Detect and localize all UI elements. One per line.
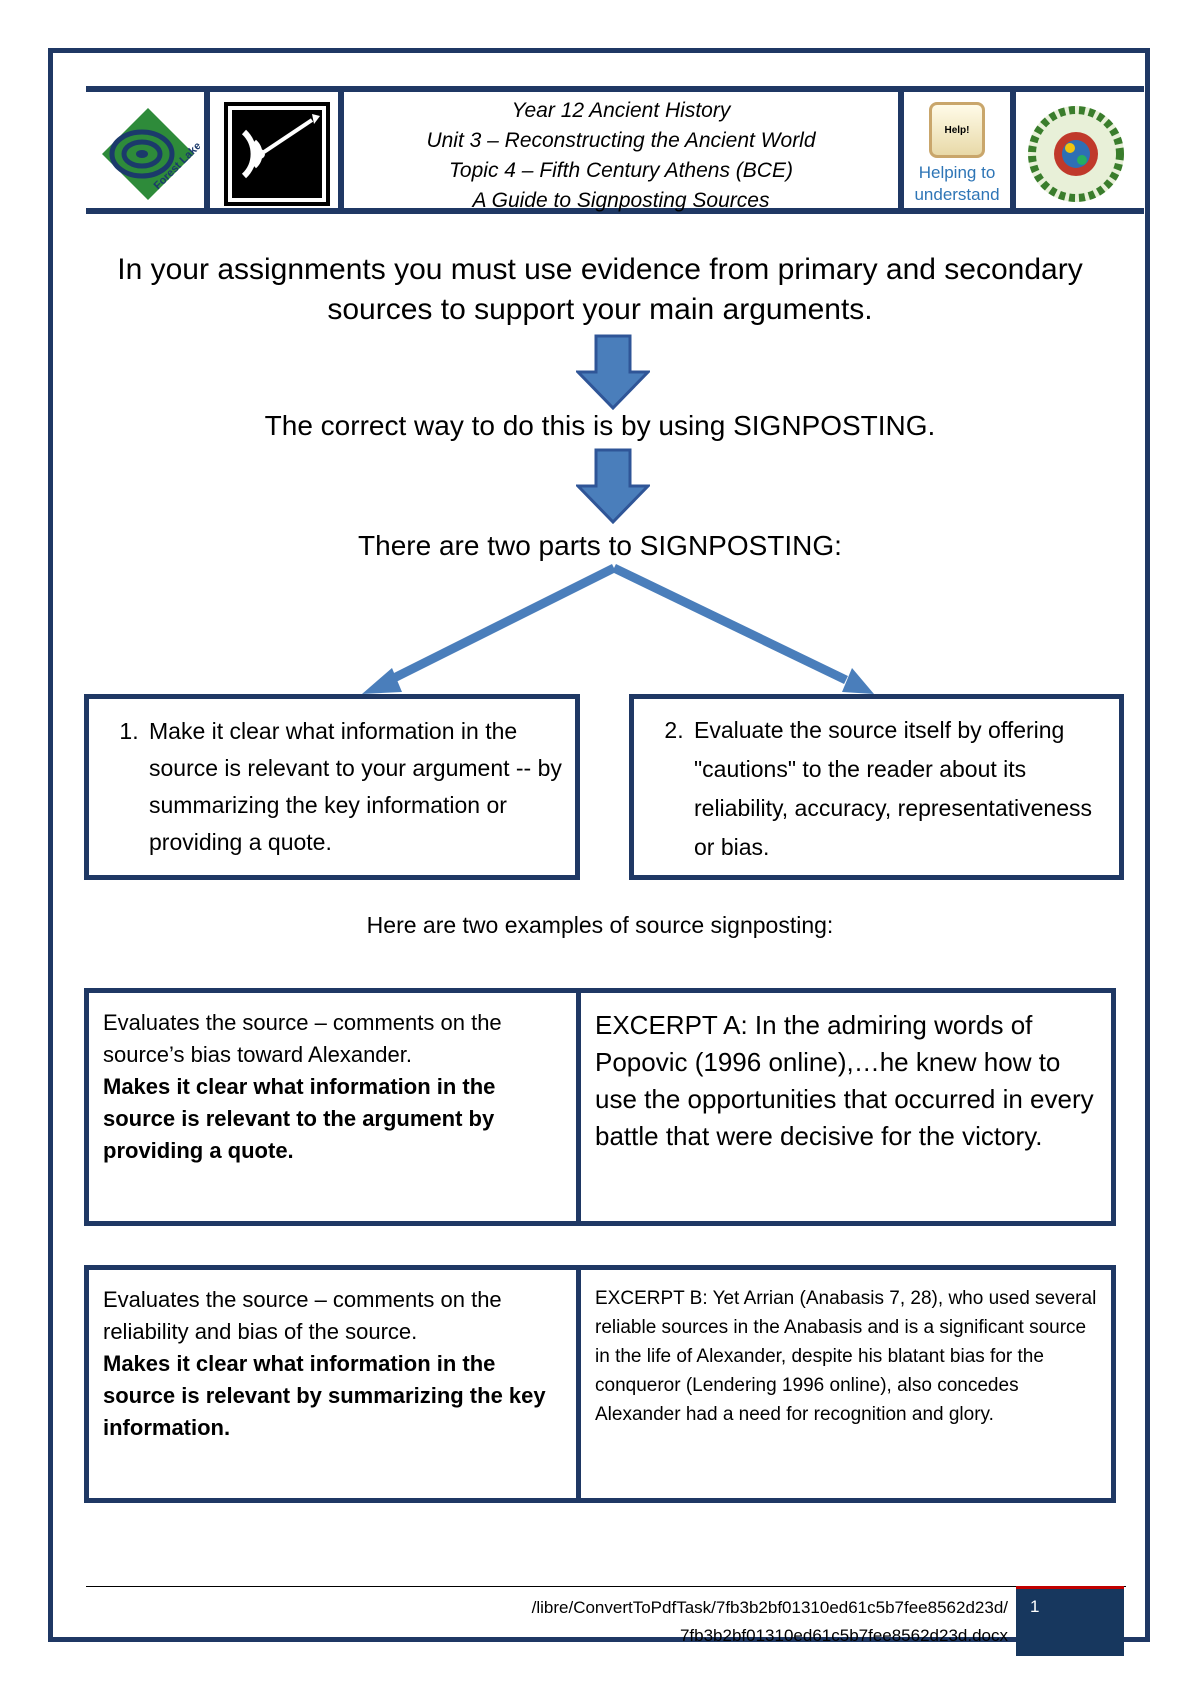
part-two-box: Evaluate the source itself by offering "… bbox=[629, 694, 1124, 880]
part-one-box: Make it clear what information in the so… bbox=[84, 694, 580, 880]
header-topic: Topic 4 – Fifth Century Athens (BCE) bbox=[449, 159, 793, 182]
example-b-relevance: Makes it clear what information in the s… bbox=[103, 1351, 546, 1440]
part-one-list: Make it clear what information in the so… bbox=[89, 699, 575, 861]
footer-rule bbox=[86, 1586, 1126, 1587]
header-guide: A Guide to Signposting Sources bbox=[472, 189, 770, 212]
correct-way-text: The correct way to do this is by using S… bbox=[264, 410, 936, 441]
footer-path-line1: /libre/ConvertToPdfTask/7fb3b2bf01310ed6… bbox=[531, 1598, 1008, 1617]
header-year: Year 12 Ancient History bbox=[511, 99, 731, 122]
page-border bbox=[48, 48, 1150, 1642]
help-key-icon: Help! bbox=[929, 102, 985, 158]
example-a-eval: Evaluates the source – comments on the s… bbox=[103, 1010, 502, 1067]
example-a-relevance: Makes it clear what information in the s… bbox=[103, 1074, 496, 1163]
school-logo-icon: Forest Lake bbox=[96, 102, 200, 206]
school-logo-cell: Forest Lake bbox=[86, 92, 210, 208]
part-one-item: Make it clear what information in the so… bbox=[145, 713, 565, 861]
example-a-excerpt: EXCERPT A: In the admiring words of Popo… bbox=[595, 1010, 1094, 1151]
part-two-item: Evaluate the source itself by offering "… bbox=[690, 711, 1109, 867]
social-sciences-logo-icon bbox=[1028, 106, 1124, 202]
example-a-notes: Evaluates the source – comments on the s… bbox=[89, 993, 581, 1221]
split-arrows-icon bbox=[362, 563, 874, 694]
footer-path: /libre/ConvertToPdfTask/7fb3b2bf01310ed6… bbox=[360, 1594, 1008, 1650]
two-parts-text: There are two parts to SIGNPOSTING: bbox=[358, 530, 842, 561]
help-text-line1: Helping to bbox=[918, 163, 996, 182]
header-title-cell: Year 12 Ancient History Unit 3 – Reconst… bbox=[344, 92, 904, 212]
examples-intro-text: Here are two examples of source signpost… bbox=[366, 912, 834, 938]
target-arrow-icon bbox=[224, 102, 330, 206]
example-b-excerpt: EXCERPT B: Yet Arrian (Anabasis 7, 28), … bbox=[595, 1288, 1097, 1425]
example-b-eval: Evaluates the source – comments on the r… bbox=[103, 1287, 502, 1344]
social-logo-cell bbox=[1016, 92, 1144, 208]
part-two-list: Evaluate the source itself by offering "… bbox=[634, 699, 1119, 867]
example-b-table: Evaluates the source – comments on the r… bbox=[84, 1265, 1116, 1503]
intro-text: In your assignments you must use evidenc… bbox=[117, 253, 1083, 326]
header-table: Forest Lake Year 12 Ancient History Unit… bbox=[86, 86, 1144, 214]
page-number: 1 bbox=[1016, 1586, 1124, 1656]
help-logo-cell: Help! Helping to understand bbox=[904, 92, 1016, 208]
example-a-table: Evaluates the source – comments on the s… bbox=[84, 988, 1116, 1226]
target-logo-cell bbox=[210, 92, 344, 208]
example-b-notes: Evaluates the source – comments on the r… bbox=[89, 1270, 581, 1498]
footer-path-line2: 7fb3b2bf01310ed61c5b7fee8562d23d.docx bbox=[679, 1626, 1008, 1645]
down-arrow-icon bbox=[576, 448, 650, 524]
help-text-line2: understand bbox=[914, 185, 1000, 204]
header-unit: Unit 3 – Reconstructing the Ancient Worl… bbox=[426, 129, 816, 152]
down-arrow-icon bbox=[576, 334, 650, 410]
